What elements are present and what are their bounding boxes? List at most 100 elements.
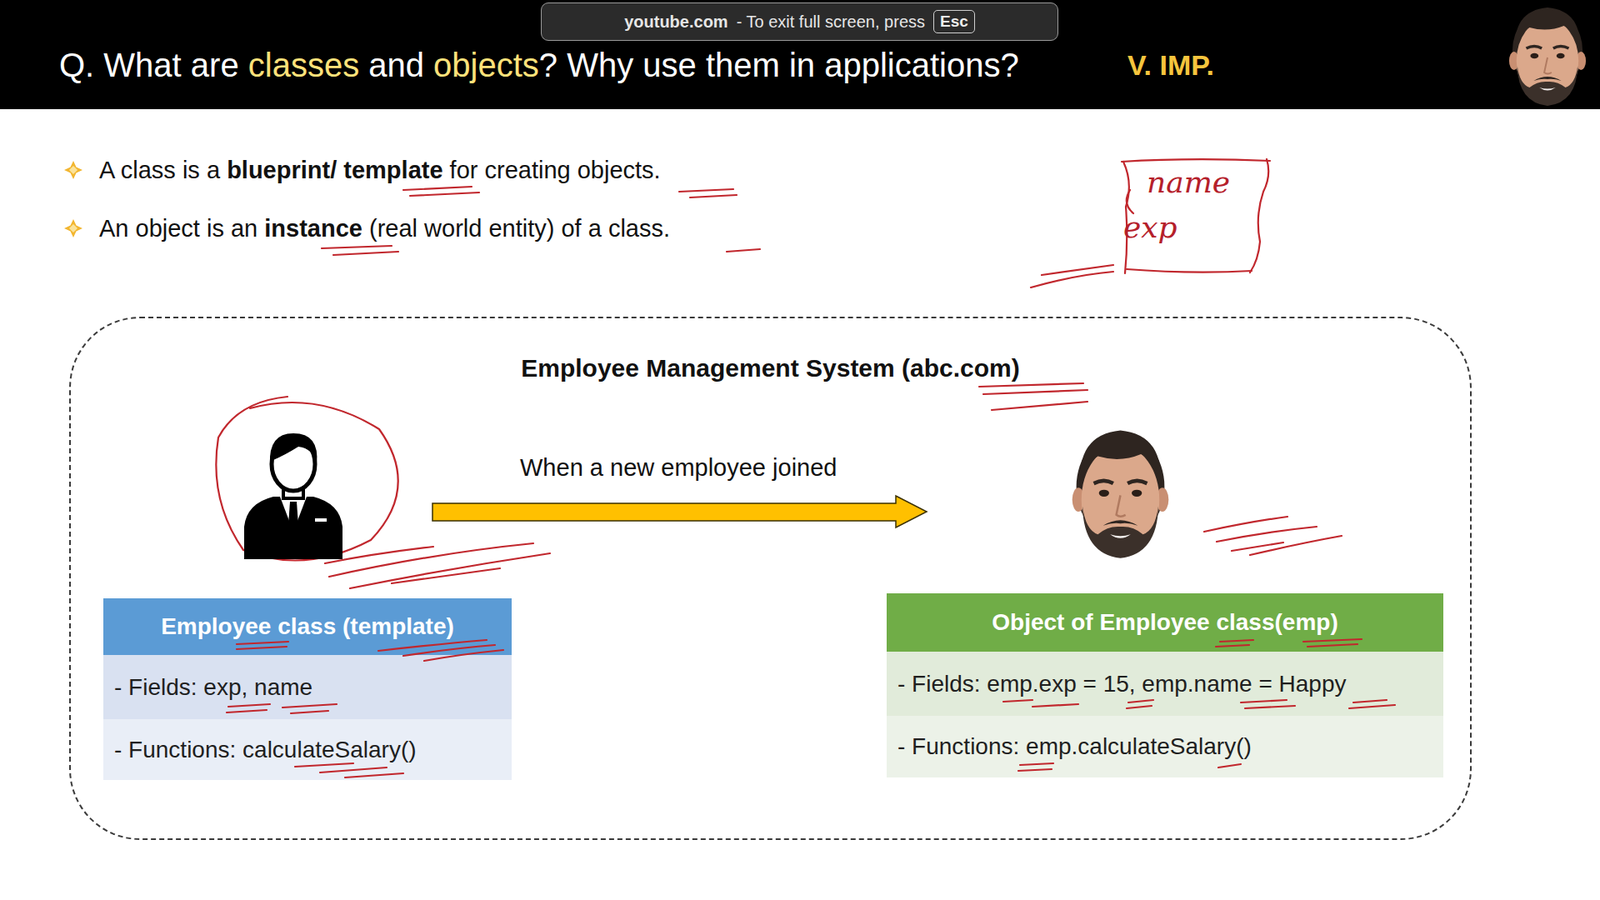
ink-stroke bbox=[1032, 704, 1079, 707]
yellow-arrow bbox=[432, 495, 927, 528]
card-row: - Fields: emp.exp = 15, emp.name = Happy bbox=[886, 651, 1444, 716]
ink-stroke bbox=[983, 390, 1088, 395]
system-heading: Employee Management System (abc.com) bbox=[520, 354, 1020, 382]
ink-stroke bbox=[1126, 269, 1252, 273]
presenter-thumbnail bbox=[1509, 7, 1586, 106]
ink-stroke bbox=[1220, 640, 1254, 642]
emphasis-run: blueprint/ template bbox=[226, 156, 443, 184]
tie bbox=[288, 501, 299, 535]
ink-stroke bbox=[1204, 516, 1288, 532]
ink-stroke bbox=[1216, 526, 1317, 542]
card-row: - Fields: exp, name bbox=[103, 655, 512, 720]
ink-stroke bbox=[236, 641, 289, 645]
ink-text-holder: name bbox=[1146, 165, 1230, 200]
ink-stroke bbox=[1126, 705, 1152, 709]
ink-stroke bbox=[320, 767, 387, 773]
card-row: - Functions: calculateSalary() bbox=[103, 719, 512, 780]
label-holder: When a new employee joined bbox=[520, 452, 837, 483]
ink-stroke bbox=[1303, 639, 1362, 642]
heading-holder: Employee Management System (abc.com) bbox=[70, 353, 1470, 384]
text-run: A class is a bbox=[99, 156, 227, 184]
definition-bullet: A class is a blueprint/ template for cre… bbox=[99, 156, 661, 184]
ink-stroke bbox=[1128, 700, 1154, 703]
class-card: Employee class (template) - Fields: exp, … bbox=[103, 598, 512, 780]
ink-stroke bbox=[345, 773, 404, 778]
ink-stroke bbox=[424, 650, 504, 661]
ink-stroke bbox=[1250, 535, 1342, 555]
label-holder: An object is an instance (real world ent… bbox=[99, 214, 670, 244]
ink-stroke bbox=[226, 710, 267, 713]
label-holder: V. IMP. bbox=[1127, 45, 1215, 85]
employee-photo bbox=[1072, 430, 1170, 558]
ink-stroke bbox=[290, 710, 329, 714]
key-label: Esc bbox=[940, 12, 969, 30]
ink-stroke bbox=[1218, 764, 1241, 768]
ink-stroke bbox=[410, 192, 480, 196]
card-title: Object of Employee class(emp) bbox=[991, 609, 1338, 636]
ink-stroke bbox=[1003, 700, 1033, 702]
ink-stroke bbox=[236, 646, 287, 650]
title-holder: Q. What are classes and objects? Why use… bbox=[59, 45, 1020, 85]
ink-stroke bbox=[1349, 705, 1395, 709]
ink-text-holder: exp bbox=[1123, 210, 1178, 245]
handwritten-text: exp bbox=[1123, 210, 1178, 245]
system-boundary: Employee Management System (abc.com) Empl… bbox=[69, 316, 1472, 840]
ink-stroke bbox=[991, 401, 1088, 410]
ink-stroke bbox=[1126, 190, 1134, 214]
card-title: Employee class (template) bbox=[160, 613, 455, 640]
ink-stroke bbox=[350, 553, 550, 589]
site-name: youtube.com bbox=[624, 12, 728, 32]
text-run: ? Why use them in applications? bbox=[539, 46, 1020, 84]
ink-stroke bbox=[403, 645, 495, 656]
card-header: Employee class (template) bbox=[103, 598, 512, 655]
ink-stroke bbox=[1245, 705, 1295, 709]
ink-stroke bbox=[1215, 645, 1250, 647]
notice-text: - To exit full screen, press bbox=[736, 12, 925, 32]
text-run: Q. What are bbox=[59, 46, 249, 84]
fullscreen-notice: youtube.com - To exit full screen, press E… bbox=[540, 2, 1059, 41]
ink-stroke bbox=[403, 186, 472, 190]
emphasis-run: classes bbox=[248, 46, 360, 84]
ink-stroke bbox=[1353, 700, 1387, 703]
ink-stroke bbox=[1018, 769, 1052, 771]
text-run: and bbox=[359, 46, 434, 84]
ink-stroke bbox=[391, 568, 500, 584]
ink-stroke bbox=[1240, 700, 1287, 703]
ink-stroke bbox=[1020, 763, 1054, 765]
card-row: - Functions: emp.calculateSalary() bbox=[886, 715, 1444, 778]
emphasis-run: instance bbox=[264, 215, 363, 242]
card-member: - Fields: exp, name bbox=[114, 674, 313, 701]
class-card: Object of Employee class(emp) - Fields: e… bbox=[886, 593, 1444, 778]
card-member: - Fields: emp.exp = 15, emp.name = Happy bbox=[897, 670, 1347, 698]
employee-icon bbox=[244, 433, 343, 560]
hair bbox=[270, 433, 318, 465]
card-header: Object of Employee class(emp) bbox=[886, 593, 1444, 652]
ink-stroke bbox=[282, 704, 337, 708]
handwritten-text: name bbox=[1146, 165, 1230, 200]
pocket bbox=[315, 518, 327, 522]
ink-stroke bbox=[1307, 644, 1358, 647]
ink-stroke bbox=[295, 763, 354, 767]
text-run: for creating objects. bbox=[443, 156, 661, 184]
emphasis-run: objects bbox=[433, 46, 540, 84]
suit bbox=[244, 496, 343, 560]
card-member: - Functions: calculateSalary() bbox=[114, 736, 417, 764]
ink-stroke bbox=[726, 249, 760, 252]
bullet-mark bbox=[64, 219, 83, 238]
card-member: - Functions: emp.calculateSalary() bbox=[897, 733, 1252, 760]
ink-circle bbox=[215, 396, 398, 561]
ink-stroke bbox=[690, 195, 737, 198]
ink-stroke bbox=[321, 245, 392, 249]
ink-stroke bbox=[378, 640, 487, 651]
ink-stroke bbox=[228, 704, 270, 707]
ink-stroke bbox=[679, 189, 734, 192]
ink-stroke bbox=[1041, 265, 1114, 275]
ink-stroke bbox=[333, 251, 399, 255]
definition-bullet: An object is an instance (real world ent… bbox=[99, 215, 670, 242]
slide-title: Q. What are classes and objects? Why use… bbox=[59, 46, 1020, 84]
text-run: (real world entity) of a class. bbox=[362, 215, 670, 242]
ink-underlines bbox=[215, 186, 1342, 589]
hand-drawn-box: name exp bbox=[1116, 156, 1275, 275]
ink-stroke bbox=[979, 383, 1084, 387]
